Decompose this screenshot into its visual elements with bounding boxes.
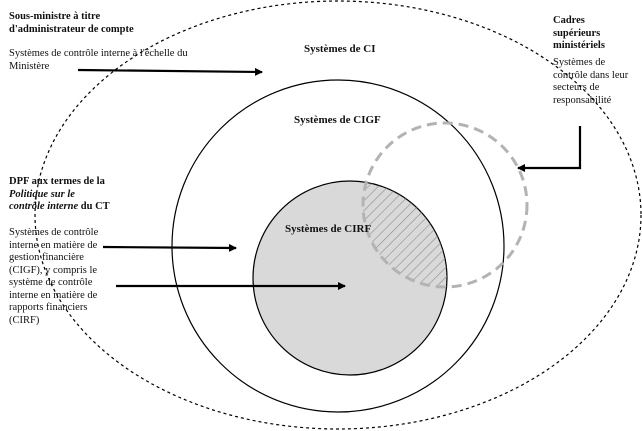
deputy-minister-heading: Sous-ministre à titre d'administrateur d… (9, 11, 134, 36)
cfo-description: Systèmes de contrôle interne en matière … (9, 227, 98, 327)
cfo-policy-name-part1: Politique sur le (9, 188, 75, 200)
cfo-desc-line: (CIRF) (9, 314, 40, 326)
cfo-desc-line: interne en matière de (9, 239, 98, 251)
cfo-desc-line: interne en matière de (9, 289, 98, 301)
senior-management-heading: Cadres supérieurs ministériels (553, 15, 605, 53)
cfo-desc-line: (CIGF), y compris le (9, 264, 98, 276)
senior-management-heading-line2: supérieurs (553, 27, 601, 39)
deputy-minister-description: Systèmes de contrôle interne à l'échelle… (9, 48, 188, 73)
senior-management-heading-line3: ministériels (553, 40, 605, 51)
cfo-desc-line: gestion financière (9, 252, 84, 263)
deputy-minister-desc-line2: Ministère (9, 60, 50, 72)
senior-management-desc-line3: secteurs de (553, 82, 600, 93)
senior-management-desc-line4: responsabilité (553, 94, 612, 106)
deputy-minister-heading-line1: Sous-ministre à titre (9, 11, 101, 22)
senior-management-desc-line1: Systèmes de (553, 57, 606, 68)
senior-management-desc-line2: contrôle dans leur (553, 69, 629, 81)
cfo-desc-line: système de contrôle (9, 277, 93, 288)
ci-label: Systèmes de CI (304, 43, 376, 55)
cfo-heading-line3: contrôle interne du CT (9, 201, 110, 214)
cfo-desc-line: Systèmes de contrôle (9, 227, 99, 238)
arrow-senior-management (517, 126, 582, 172)
senior-management-description: Systèmes de contrôle dans leur secteurs … (553, 57, 628, 107)
ci-outer-ellipse (34, 0, 642, 430)
cfo-heading-suffix: du CT (78, 201, 110, 212)
cigf-circle (171, 79, 505, 413)
cfo-desc-line: rapports financiers (9, 302, 88, 313)
cfo-heading: DPF aux termes de la Politique sur le co… (9, 176, 110, 214)
cirf-label: Systèmes de CIRF (285, 223, 372, 235)
senior-management-dashed-circle (361, 121, 529, 289)
deputy-minister-heading-line2: d'administrateur de compte (9, 23, 134, 35)
arrow-cigf (102, 243, 237, 252)
deputy-minister-desc-line1: Systèmes de contrôle interne à l'échelle… (9, 48, 188, 59)
cfo-heading-line2: Politique sur le (9, 189, 110, 202)
cigf-label: Systèmes de CIGF (294, 114, 381, 126)
cfo-policy-name-part2: contrôle interne (9, 201, 79, 212)
cfo-heading-line1: DPF aux termes de la (9, 176, 105, 187)
arrow-deputy-minister (77, 67, 263, 76)
senior-management-heading-line1: Cadres (553, 15, 585, 26)
